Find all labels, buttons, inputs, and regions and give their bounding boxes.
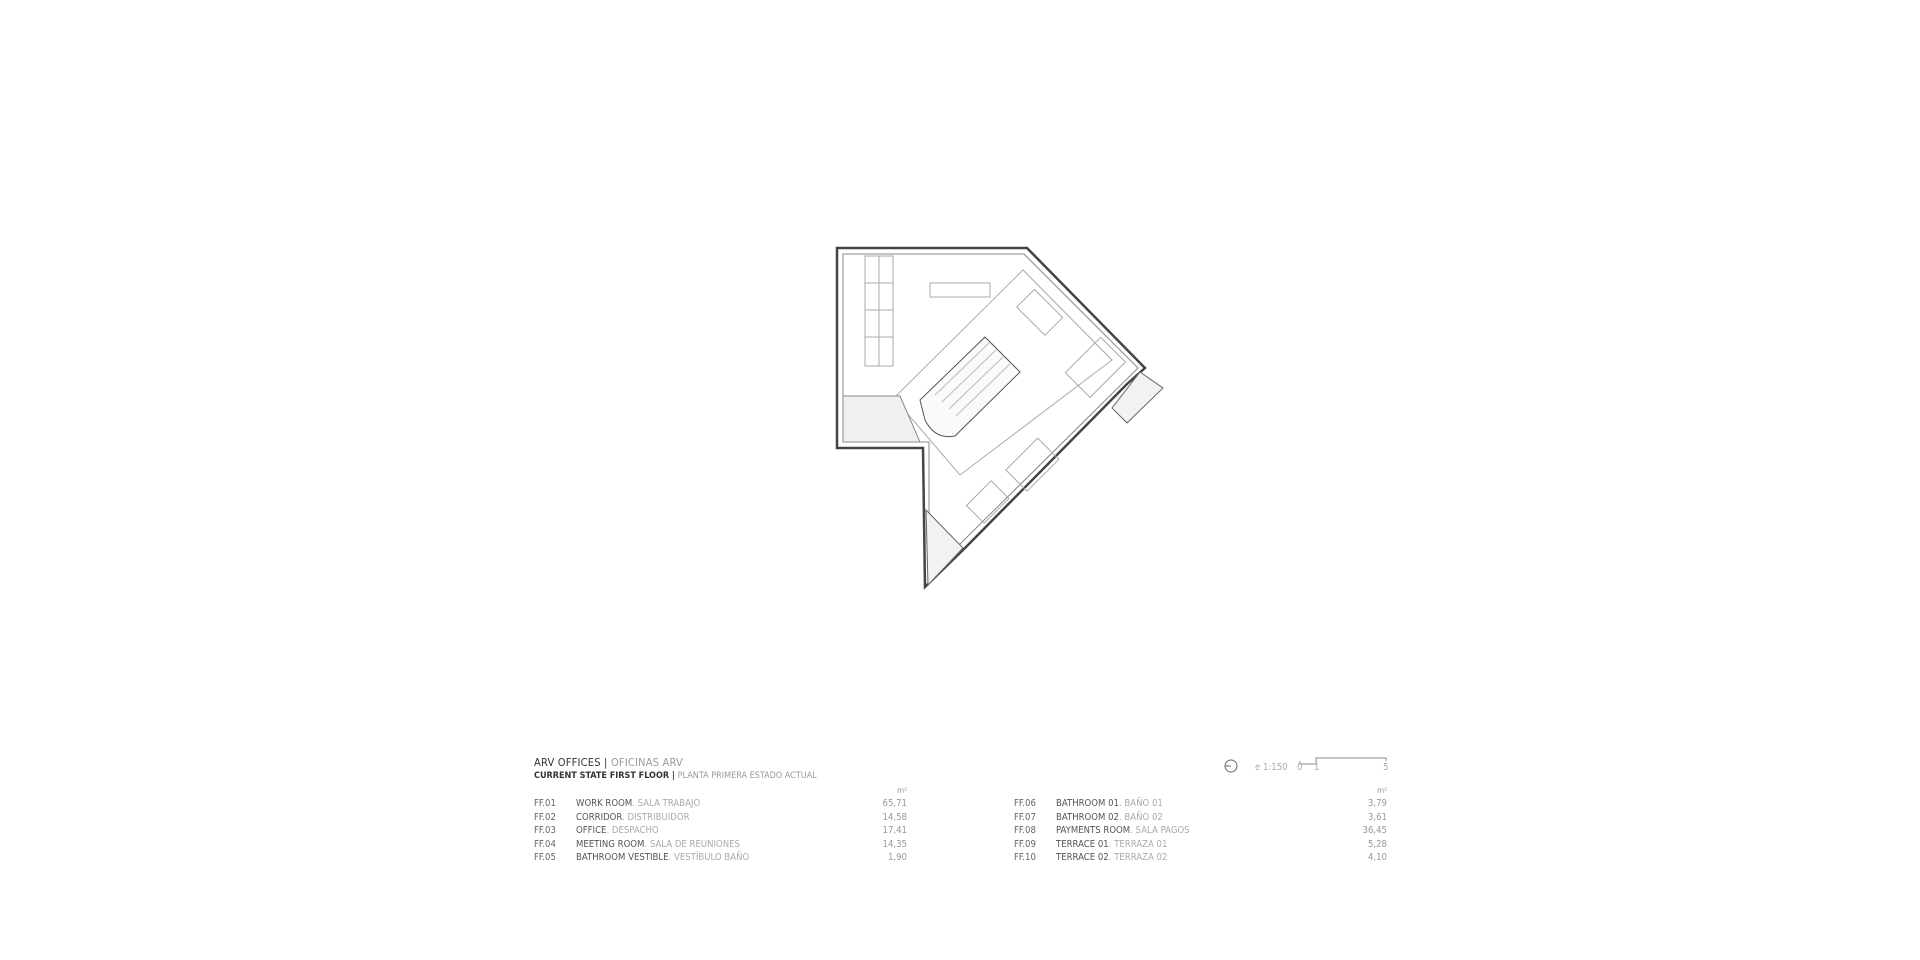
room-name: TERRACE 01. TERRAZA 01 [1056, 838, 1168, 850]
scale-bar [1299, 757, 1387, 765]
room-name: CORRIDOR. DISTRIBUIDOR [576, 811, 690, 823]
north-arrow-icon [1224, 759, 1238, 773]
terrace-01 [1111, 371, 1164, 424]
room-name-en: MEETING ROOM [576, 838, 645, 850]
room-name-en: BATHROOM 02 [1056, 811, 1119, 823]
room-area: 3,79 [1367, 798, 1387, 809]
room-name-es: DESPACHO [611, 825, 659, 837]
room-name-en: TERRACE 02 [1056, 852, 1109, 864]
room-area: 4,10 [1367, 852, 1387, 864]
room-name: BATHROOM VESTIBLE. VESTÍBULO BAÑO [576, 852, 750, 864]
outer-wall [835, 246, 1147, 590]
bathrooms [842, 395, 921, 443]
room-name: MEETING ROOM. SALA DE REUNIONES [576, 838, 740, 850]
room-area: 3,61 [1367, 811, 1387, 823]
room-area: 17,41 [882, 825, 907, 837]
scale-tick: 0 [1297, 762, 1303, 773]
document-subtitle: CURRENT STATE FIRST FLOOR | PLANTA PRIME… [534, 771, 817, 781]
scale-label: e 1:150 [1255, 762, 1288, 773]
room-name-es: BAÑO 01 [1124, 798, 1163, 809]
room-name-es: SALA DE REUNIONES [649, 838, 740, 850]
stair [919, 336, 1021, 438]
room-code: FF.05 [534, 852, 556, 864]
room-code: FF.03 [534, 825, 556, 837]
scale-tick: 5 [1383, 762, 1389, 773]
scale-tick: 1 [1314, 762, 1320, 773]
room-code: FF.01 [534, 798, 556, 809]
room-code: FF.04 [534, 838, 556, 850]
room-name-en: PAYMENTS ROOM [1056, 825, 1131, 837]
room-area: 1,90 [887, 852, 907, 864]
room-name-en: TERRACE 01 [1056, 838, 1109, 850]
room-name-es: SALA TRABAJO [637, 798, 701, 809]
room-name: TERRACE 02. TERRAZA 02 [1056, 852, 1168, 864]
room-name-en: BATHROOM 01 [1056, 798, 1119, 809]
document-title: ARV OFFICES | OFICINAS ARV [534, 756, 683, 769]
terrace-02 [925, 508, 964, 587]
room-code: FF.10 [1014, 852, 1036, 864]
room-code: FF.09 [1014, 838, 1036, 850]
room-name: WORK ROOM. SALA TRABAJO [576, 798, 701, 809]
room-code: FF.07 [1014, 811, 1036, 823]
room-area: 65,71 [882, 798, 907, 809]
room-name-en: WORK ROOM [576, 798, 633, 809]
room-area: 5,28 [1367, 838, 1387, 850]
room-name-es: BAÑO 02 [1124, 811, 1163, 823]
room-name: PAYMENTS ROOM. SALA PAGOS [1056, 825, 1190, 837]
room-name-en: OFFICE [576, 825, 607, 837]
room-name-es: TERRAZA 02 [1114, 852, 1168, 864]
room-area: 14,58 [882, 811, 907, 823]
room-name: OFFICE. DESPACHO [576, 825, 659, 837]
desks [864, 255, 1127, 524]
room-name-es: SALA PAGOS [1135, 825, 1190, 837]
room-name-es: VESTÍBULO BAÑO [673, 852, 750, 864]
room-area: 14,35 [882, 838, 907, 850]
core-block [893, 269, 1113, 476]
room-code: FF.06 [1014, 798, 1036, 809]
room-name-es: TERRAZA 01 [1114, 838, 1168, 850]
room-code: FF.08 [1014, 825, 1036, 837]
unit-label: m² [1377, 786, 1387, 795]
unit-label: m² [897, 786, 907, 795]
room-name-en: CORRIDOR [576, 811, 622, 823]
room-code: FF.02 [534, 811, 556, 823]
room-name: BATHROOM 01. BAÑO 01 [1056, 798, 1163, 809]
room-name-en: BATHROOM VESTIBLE [576, 852, 669, 864]
room-name: BATHROOM 02. BAÑO 02 [1056, 811, 1163, 823]
room-name-es: DISTRIBUIDOR [627, 811, 690, 823]
room-area: 36,45 [1362, 825, 1387, 837]
